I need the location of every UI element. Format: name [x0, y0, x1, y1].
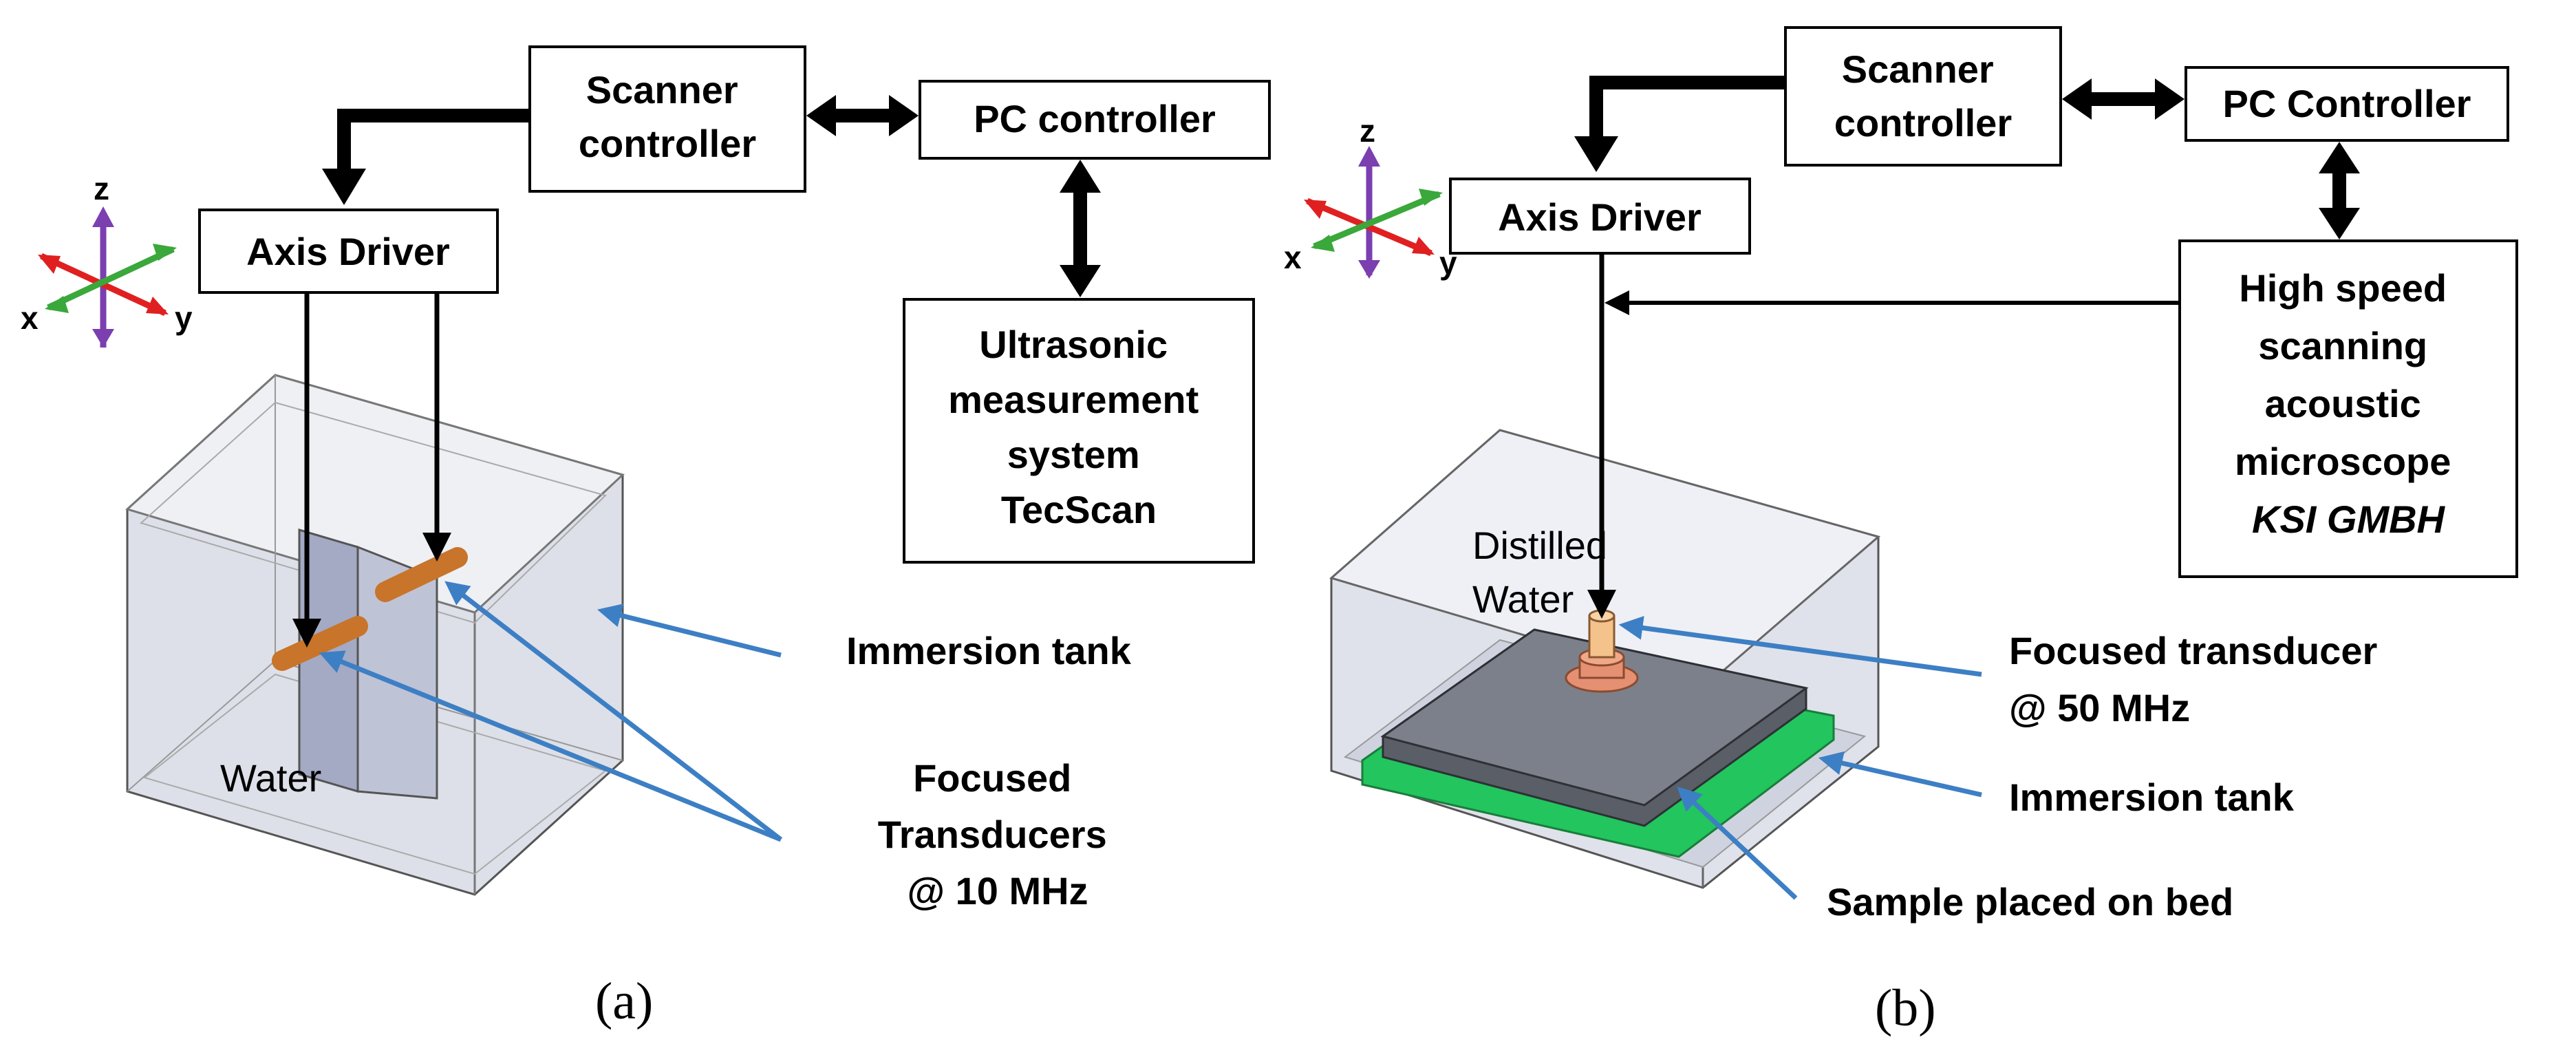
axes-icon-a — [38, 206, 177, 348]
scanner-pc-link-a — [806, 95, 919, 136]
axis-x-label-b: x — [1284, 239, 1302, 275]
axis-driver-box-b — [1449, 178, 1751, 255]
axis-driver-box-a — [198, 209, 499, 294]
transducers-label-a: Focused Transducers @ 10 MHz — [878, 756, 1118, 912]
scanner-controller-box-b — [1784, 26, 2062, 167]
sample-plate-b-top — [1380, 628, 1809, 807]
immersion-tank-label-a: Immersion tank — [846, 629, 1132, 672]
axes-icon-b — [1304, 146, 1443, 279]
pc-controller-box-b — [2185, 66, 2509, 142]
tank-pointer-b — [1818, 751, 1982, 798]
axis-x-label-a: x — [21, 300, 39, 336]
transducer-a-2 — [375, 547, 468, 602]
water-label-b: Distilled Water — [1472, 524, 1618, 621]
axis-z-label-b: z — [1360, 113, 1375, 149]
axis-y-label-b: y — [1439, 245, 1457, 281]
sample-label-b: Sample placed on bed — [1827, 880, 2233, 924]
pc-microscope-link-b — [2319, 142, 2360, 239]
axis-z-label-a: z — [94, 171, 109, 206]
ultrasonic-system-box — [903, 298, 1255, 564]
sample-plate-a-back — [356, 545, 438, 800]
transducer-label-b: Focused transducer @ 50 MHz — [2009, 629, 2388, 729]
axis-driver-label-b: Axis Driver — [1498, 195, 1702, 239]
pc-controller-label-b: PC Controller — [2223, 82, 2471, 125]
caption-a: (a) — [595, 972, 653, 1030]
tank-pointer-a — [597, 604, 782, 658]
scanner-controller-box-a — [528, 45, 806, 193]
axis-driver-label-a: Axis Driver — [246, 230, 450, 273]
microscope-box — [2178, 239, 2518, 578]
pc-controller-label-a: PC controller — [974, 97, 1216, 140]
scanner-axis-link-b — [1574, 76, 1785, 172]
pc-controller-box-a — [919, 80, 1271, 160]
panel-b: Scanner controller PC Controller High sp… — [1284, 26, 2518, 1037]
ultrasonic-system-label: Ultrasonic measurement system TecScan — [948, 323, 1210, 531]
caption-b: (b) — [1875, 979, 1936, 1037]
transducer-pointer-b — [1618, 616, 1982, 677]
axis-y-label-a: y — [175, 300, 193, 336]
scanner-axis-link-a — [322, 109, 530, 205]
transducer-pointer-a-2 — [444, 581, 783, 842]
water-label-a: Water — [220, 756, 321, 800]
scanner-controller-label-a: Scanner controller — [579, 68, 756, 165]
sample-pointer-b — [1677, 787, 1798, 900]
transducer-b — [1565, 609, 1639, 693]
scanner-controller-label-b: Scanner controller — [1834, 47, 2012, 145]
transducer-pointer-a-1 — [319, 650, 782, 842]
pc-ultrasonic-link-a — [1060, 160, 1101, 297]
immersion-tank-label-b: Immersion tank — [2009, 776, 2295, 819]
panel-a: Scanner controller PC controller Ultraso… — [21, 45, 1271, 1030]
microscope-label: High speed scanning acoustic microscope … — [2235, 266, 2462, 541]
scanner-pc-link-b — [2062, 78, 2185, 120]
